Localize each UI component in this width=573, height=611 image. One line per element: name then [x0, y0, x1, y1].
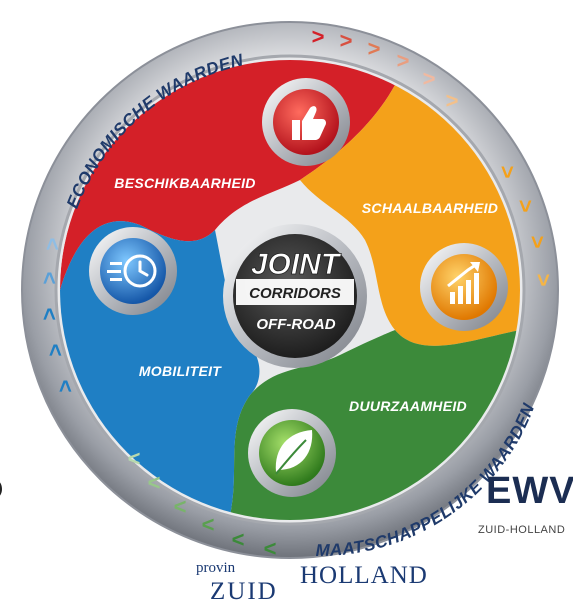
hub-subtitle: CORRIDORS	[249, 285, 341, 302]
ewv-wordmark: EWV	[486, 470, 573, 512]
province-word-zuid: ZUID	[210, 578, 278, 605]
clock-speed-icon	[89, 227, 177, 315]
chevron-icon: >	[368, 36, 381, 61]
chevron-icon: >	[340, 28, 353, 53]
chevron-icon: <	[202, 512, 215, 537]
chevron-icon: >	[531, 274, 556, 287]
chevron-icon: >	[513, 200, 538, 213]
chevron-icon: <	[37, 272, 62, 285]
ewv-logo: EWV ZUID-HOLLAND	[478, 470, 573, 540]
circle-outline-icon	[0, 482, 2, 496]
label-duurzaamheid: DUURZAAMHEID	[349, 398, 467, 414]
chevron-icon: <	[264, 536, 277, 561]
chevron-icon: <	[148, 470, 161, 495]
chevron-icon: <	[174, 494, 187, 519]
province-word-holland: HOLLAND	[300, 562, 428, 589]
chevron-icon: <	[128, 446, 141, 471]
label-schaalbaarheid: SCHAALBAARHEID	[362, 200, 498, 216]
growth-chart-icon	[420, 243, 508, 331]
chevron-icon: <	[40, 238, 65, 251]
label-mobiliteit: MOBILITEIT	[139, 363, 222, 379]
ring-chevrons: > > > > > > > > > > < < < < < < < < < < …	[37, 24, 556, 561]
hub-band	[236, 279, 354, 305]
hub-tagline: OFF-ROAD	[256, 316, 335, 333]
chevron-icon: >	[495, 166, 520, 179]
chevron-icon: >	[312, 24, 325, 49]
left-logo-fragment: K	[0, 472, 16, 572]
chevron-icon: <	[43, 344, 68, 357]
chevron-icon: >	[446, 88, 459, 113]
chevron-icon: <	[232, 527, 245, 552]
ewv-region: ZUID-HOLLAND	[478, 524, 566, 536]
label-beschikbaarheid: BESCHIKBAARHEID	[114, 175, 255, 191]
chevron-icon: <	[53, 380, 78, 393]
chevron-icon: >	[423, 66, 436, 91]
thumbs-up-icon	[262, 78, 350, 166]
chevron-icon: >	[525, 236, 550, 249]
hub-title: JOINT	[251, 248, 342, 281]
chevron-icon: >	[397, 48, 410, 73]
chevron-icon: <	[37, 308, 62, 321]
province-logo: provin ZUID HOLLAND	[196, 556, 456, 606]
outer-ring-edge	[21, 21, 559, 559]
leaf-icon	[248, 409, 336, 497]
province-prefix: provin	[196, 560, 236, 576]
